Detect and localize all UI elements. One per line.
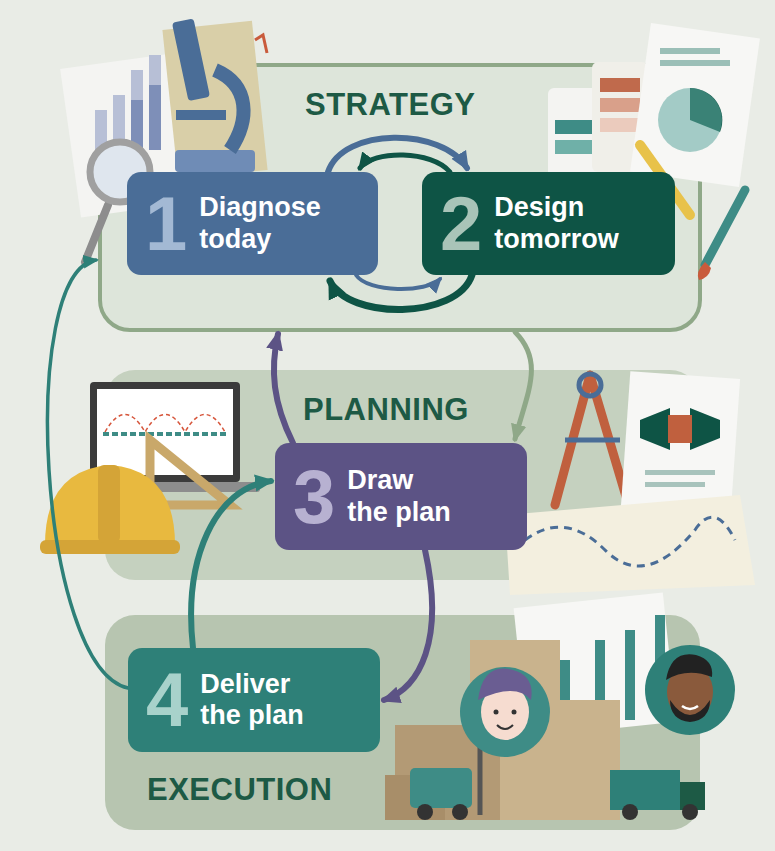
step-number: 4: [146, 662, 188, 738]
compass-and-map: [645, 482, 705, 487]
compass-and-map: [579, 374, 601, 396]
warehouse: [410, 768, 472, 808]
warehouse: [452, 804, 468, 820]
flow-arrow: [384, 550, 432, 700]
step-label: Design tomorrow: [494, 192, 621, 254]
people: [497, 725, 513, 729]
compass-and-map: [565, 438, 620, 443]
laptop-and-tools: [105, 415, 225, 433]
laptop-and-tools: [98, 465, 120, 543]
microscope: [175, 150, 255, 172]
band-heading: EXECUTION: [147, 772, 332, 808]
compass-and-map: [505, 495, 755, 595]
step-number: 1: [145, 186, 187, 262]
compass-and-map: [505, 371, 755, 595]
compass-and-map: [555, 375, 630, 510]
process-box: 4Deliver the plan: [128, 648, 380, 752]
warehouse: [625, 630, 635, 720]
warehouse: [682, 804, 698, 820]
chart-papers: [95, 55, 161, 150]
step-label: Diagnose today: [199, 192, 323, 254]
flow-arrow: [328, 138, 467, 172]
step-number: 3: [293, 459, 335, 535]
step-label: Draw the plan: [347, 465, 453, 527]
phone-and-charts: [705, 190, 745, 265]
flow-arrow: [360, 155, 450, 172]
flow-arrow: [515, 332, 531, 439]
laptop-and-tools: [45, 465, 175, 545]
flow-arrow: [330, 275, 472, 310]
magnifier: [85, 205, 108, 262]
people: [494, 710, 499, 715]
phone-and-charts: [660, 48, 720, 54]
phone-and-charts: [600, 118, 640, 132]
phone-and-charts: [658, 88, 722, 152]
people: [460, 667, 550, 757]
chart-papers: [255, 35, 267, 53]
chart-papers: [131, 70, 143, 150]
chart-papers: [131, 85, 161, 150]
flow-arrow: [48, 260, 128, 688]
phone-and-charts: [660, 48, 730, 66]
step-label: Deliver the plan: [200, 669, 306, 731]
compass-and-map: [645, 470, 715, 487]
phone-and-charts: [600, 78, 640, 92]
band-heading: STRATEGY: [305, 87, 476, 123]
warehouse: [622, 804, 638, 820]
flow-arrow: [356, 275, 440, 289]
flow-arrow: [274, 334, 293, 443]
compass-and-map: [525, 517, 735, 566]
compass-and-map: [645, 470, 715, 475]
phone-and-charts: [600, 98, 640, 112]
people: [666, 654, 712, 680]
microscope: [172, 18, 255, 172]
phone-and-charts: [660, 60, 730, 66]
planning-band: PLANNING 3Draw the plan: [105, 370, 700, 580]
microscope: [172, 18, 210, 101]
chart-papers: [149, 55, 161, 150]
phone-and-charts: [698, 262, 711, 280]
process-box: 3Draw the plan: [275, 443, 527, 550]
flow-arrow: [191, 481, 271, 648]
laptop-and-tools: [40, 382, 260, 554]
people: [512, 710, 517, 715]
people: [670, 700, 710, 722]
process-box: 2Design tomorrow: [422, 172, 675, 275]
chart-papers: [149, 85, 161, 150]
band-heading: PLANNING: [303, 392, 469, 428]
execution-band: EXECUTION 4Deliver the plan: [105, 615, 700, 830]
laptop-and-tools: [103, 432, 228, 436]
people: [478, 669, 532, 700]
microscope: [176, 110, 226, 120]
warehouse: [417, 804, 433, 820]
people: [460, 645, 735, 757]
people: [682, 706, 698, 709]
phone-and-charts: [555, 120, 597, 134]
step-number: 2: [440, 186, 482, 262]
process-box: 1Diagnose today: [127, 172, 378, 275]
strategy-band: STRATEGY 1Diagnose today 2Design tomorrow: [100, 65, 700, 330]
phone-and-charts: [555, 140, 597, 154]
laptop-and-tools: [97, 389, 233, 475]
compass-and-map: [668, 415, 692, 443]
people: [645, 645, 735, 735]
warehouse: [610, 770, 680, 810]
compass-and-map: [640, 408, 720, 450]
